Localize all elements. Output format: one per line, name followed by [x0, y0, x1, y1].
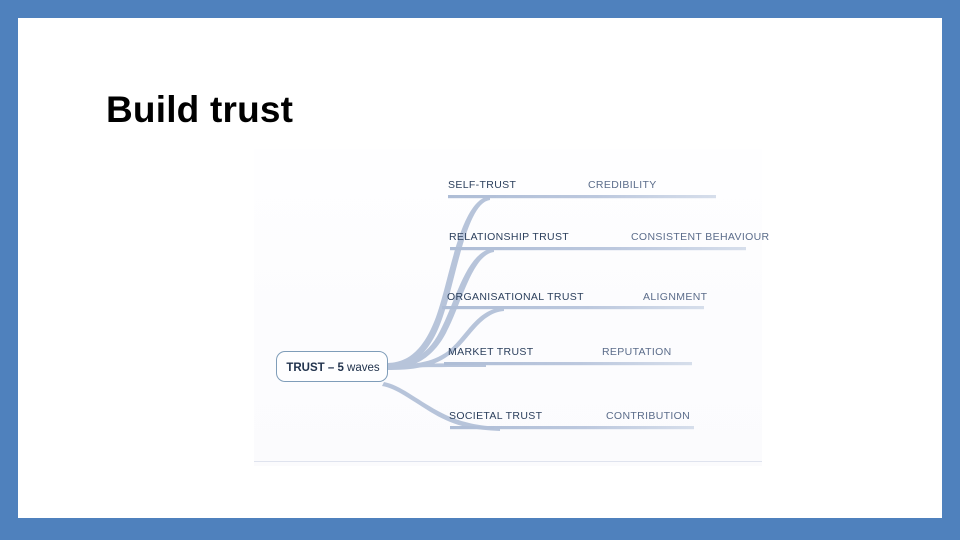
branch-label-societal-trust[interactable]: SOCIETAL TRUST [449, 410, 543, 422]
branch-label-market-trust[interactable]: MARKET TRUST [448, 346, 534, 358]
attribute-label-alignment[interactable]: ALIGNMENT [643, 291, 708, 303]
central-node[interactable]: TRUST – 5 waves [276, 351, 388, 382]
attribute-label-contribution[interactable]: CONTRIBUTION [606, 410, 691, 422]
mindmap-branch-lines [382, 195, 746, 431]
attribute-label-credibility[interactable]: CREDIBILITY [588, 179, 657, 191]
branch-label-relationship-trust[interactable]: RELATIONSHIP TRUST [449, 231, 570, 243]
branch-label-self-trust[interactable]: SELF-TRUST [448, 179, 517, 191]
branch-label-organisational-trust[interactable]: ORGANISATIONAL TRUST [447, 291, 584, 303]
slide-canvas: Build trust [18, 18, 942, 518]
central-node-label: TRUST – 5 waves [277, 352, 389, 383]
mindmap-diagram: TRUST – 5 waves SELF-TRUST RELATIONSHIP … [254, 149, 769, 466]
attribute-label-reputation[interactable]: REPUTATION [602, 346, 672, 358]
mindmap-baseline-divider [254, 461, 762, 462]
central-node-text-bold: TRUST – 5 [286, 361, 344, 374]
attribute-label-consistent-behaviour[interactable]: CONSISTENT BEHAVIOUR [631, 231, 770, 243]
page-title: Build trust [106, 89, 294, 130]
central-node-text-regular: waves [347, 361, 380, 374]
